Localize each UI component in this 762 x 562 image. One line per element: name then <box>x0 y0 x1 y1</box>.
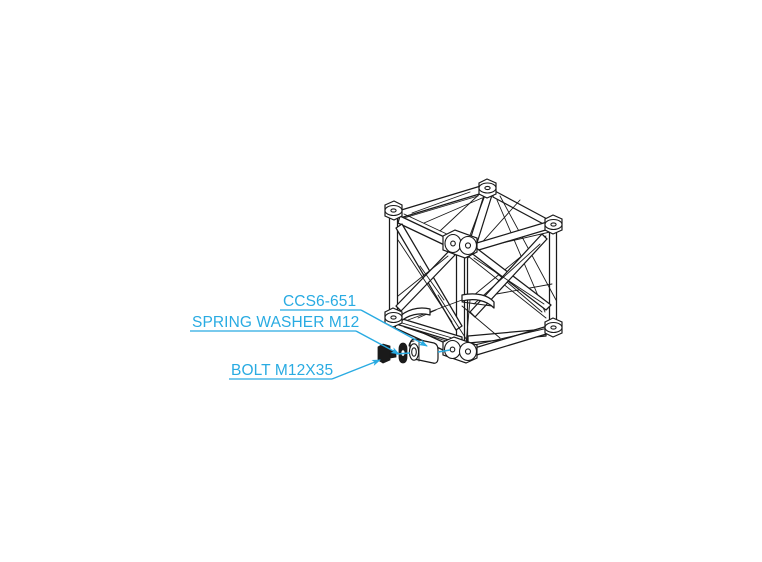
callout-bolt-leader <box>331 359 381 380</box>
callout-ccs6-651-leader <box>360 309 428 347</box>
callout-spring-washer-m12[interactable]: SPRING WASHER M12 <box>190 314 400 355</box>
node-bottom-back-right <box>544 317 563 338</box>
node-bottom-front-middle <box>442 336 478 364</box>
node-top-front-left <box>384 200 403 221</box>
truss-front-left-bracing <box>395 223 463 331</box>
callout-bolt-label: BOLT M12X35 <box>231 362 333 379</box>
callout-spring-washer-label: SPRING WASHER M12 <box>192 314 359 331</box>
truss-inner-stubs <box>397 293 495 323</box>
node-top-back-left <box>478 178 497 199</box>
callout-ccs6-651[interactable]: CCS6-651 <box>280 293 428 347</box>
node-top-back-right <box>544 214 563 235</box>
callout-spring-washer-leader <box>355 330 400 355</box>
truss-box-section <box>384 178 563 364</box>
node-top-front-middle <box>442 229 478 259</box>
callout-bolt-m12x35[interactable]: BOLT M12X35 <box>229 359 381 380</box>
spacer-sleeve <box>408 338 439 364</box>
callout-ccs6-651-label: CCS6-651 <box>283 293 356 310</box>
